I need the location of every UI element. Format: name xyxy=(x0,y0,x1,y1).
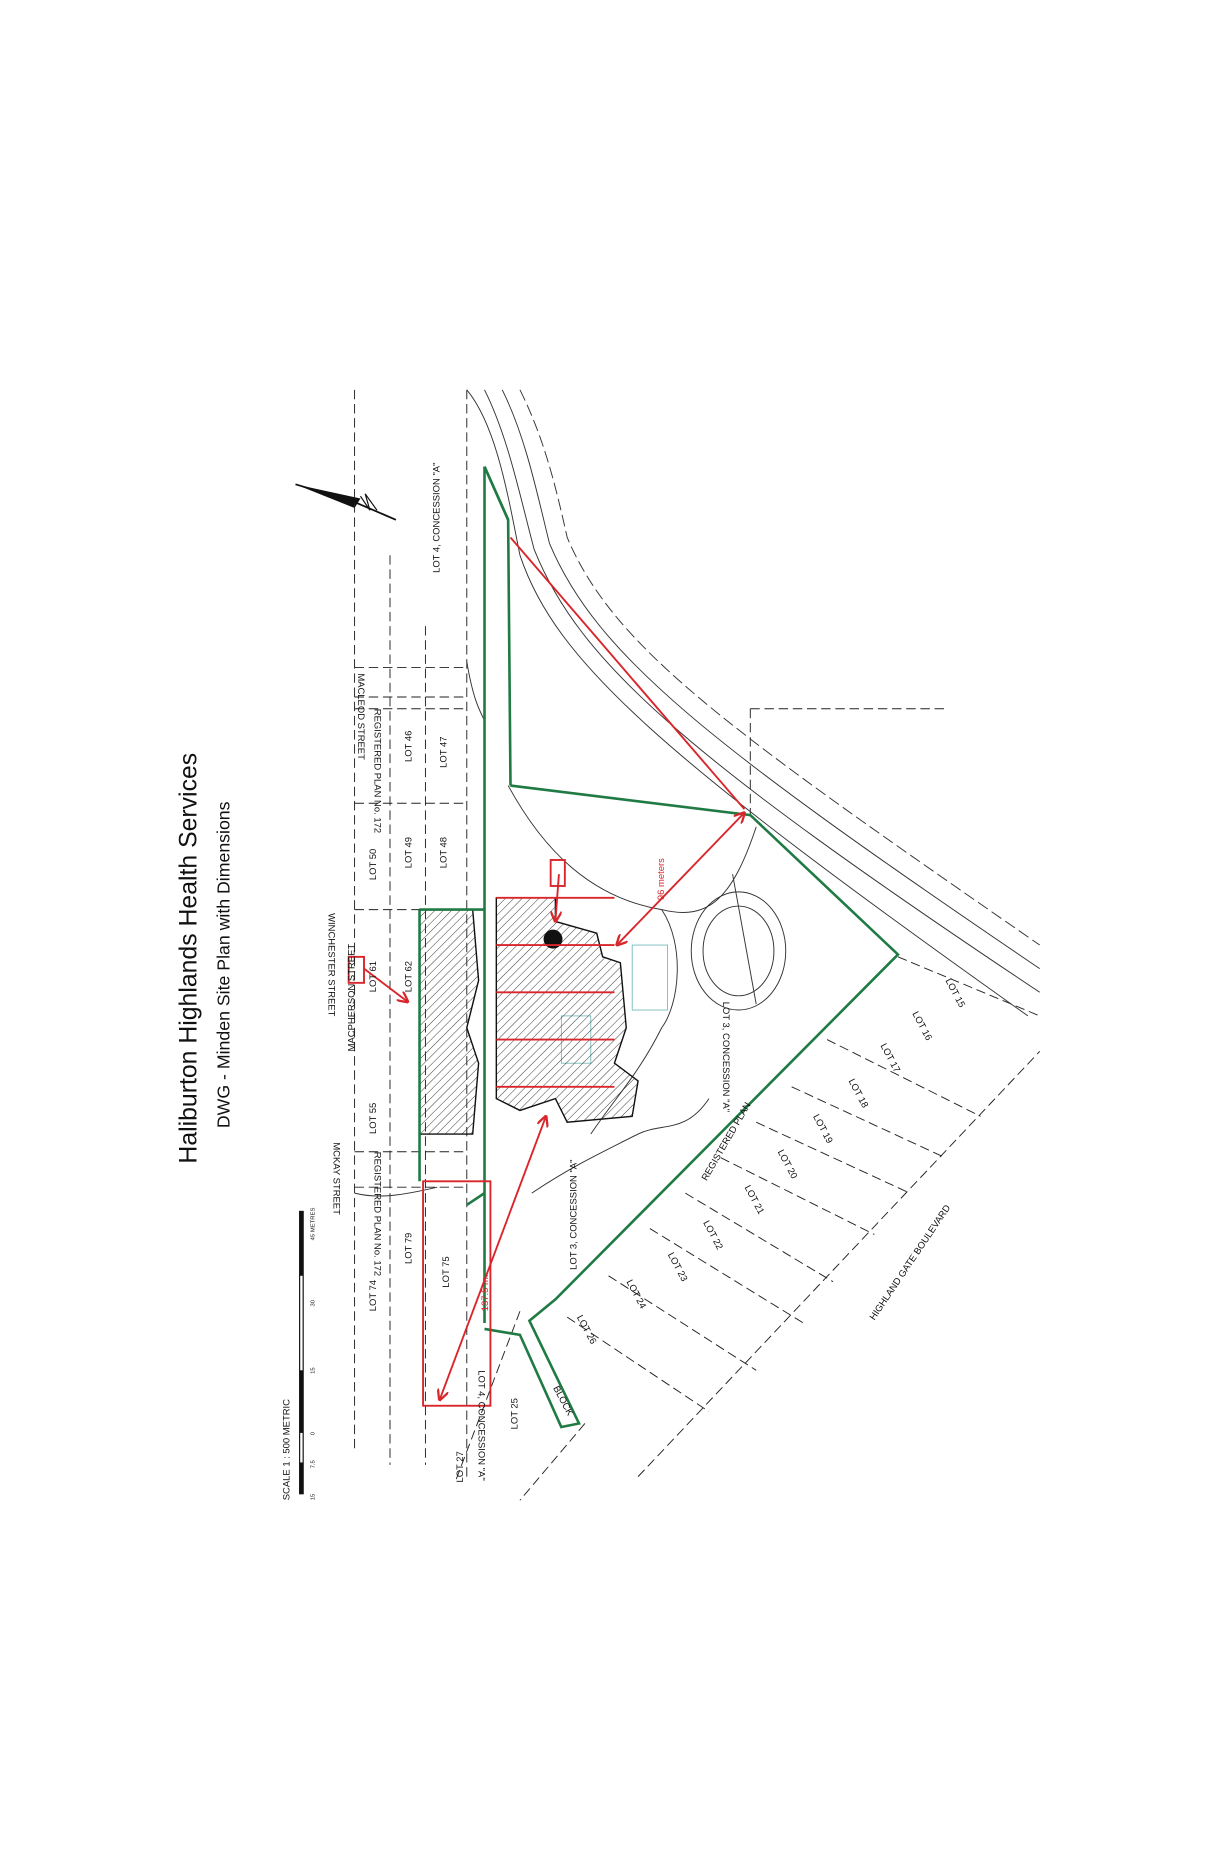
lot-label: LOT 26 xyxy=(574,1313,598,1346)
lot-label: LOT 15 xyxy=(943,977,967,1010)
scale-tick: 15 xyxy=(310,1493,316,1500)
scale-tick: 15 xyxy=(310,1367,316,1374)
lot-label: LOT 79 xyxy=(403,1233,414,1264)
dimension-96-meters: 96 meters xyxy=(656,858,667,900)
lot-label: LOT 75 xyxy=(441,1256,452,1287)
parcel-lot3-concession-a: LOT 3, CONCESSION "A" xyxy=(720,1002,731,1112)
lot-label: LOT 16 xyxy=(909,1010,933,1043)
scale-tick: 45 METRES xyxy=(310,1208,316,1241)
dimension-lines xyxy=(347,536,745,1407)
street-highland-gate: HIGHLAND GATE BOULEVARD xyxy=(868,1203,954,1322)
drawing-subtitle: DWG - Minden Site Plan with Dimensions xyxy=(213,801,233,1128)
lot-label: LOT 19 xyxy=(810,1113,834,1146)
lot-label: LOT 27 xyxy=(455,1451,466,1482)
lot-label: LOT 22 xyxy=(700,1219,724,1252)
lot-label: LOT 18 xyxy=(846,1077,870,1110)
lot-label: LOT 17 xyxy=(878,1042,902,1075)
parcel-plan-172: REGISTERED PLAN No. 172 xyxy=(372,709,383,833)
lot-label: LOT 25 xyxy=(510,1398,521,1429)
lot-label: LOT 20 xyxy=(775,1148,799,1181)
lot-label: LOT 55 xyxy=(368,1103,379,1134)
lot-label: LOT 62 xyxy=(403,961,414,992)
scale-bar: SCALE 1 : 500 METRIC 15 7.5 0 15 30 45 M… xyxy=(282,1208,317,1501)
drawing-title: Haliburton Highlands Health Services xyxy=(175,753,202,1164)
lot-label: LOT 49 xyxy=(403,837,414,868)
street-winchester: WINCHESTER STREET xyxy=(326,913,337,1017)
lot-label: LOT 74 xyxy=(368,1280,379,1311)
scale-tick: 7.5 xyxy=(310,1459,316,1468)
lot-label: LOT 48 xyxy=(439,837,450,868)
scale-tick: 30 xyxy=(310,1299,316,1306)
street-mckay: MCKAY STREET xyxy=(330,1142,341,1215)
street-macleod: MACLEOD STREET xyxy=(355,673,366,760)
north-arrow-icon xyxy=(295,483,397,521)
lot-label: LOT 61 xyxy=(368,961,379,992)
parcel-plan-172: REGISTERED PLAN No. 172 xyxy=(372,1152,383,1276)
dimension-137-5-m: 137.5 m. xyxy=(480,1275,491,1312)
street-macpherson: MACPHERSON STREET xyxy=(347,944,358,1052)
scale-tick: 0 xyxy=(310,1431,316,1435)
lot-label: LOT 46 xyxy=(403,731,414,762)
lot-label: LOT 50 xyxy=(368,849,379,880)
scale-label: SCALE 1 : 500 METRIC xyxy=(282,1399,293,1500)
parcel-registered-plan: REGISTERED PLAN xyxy=(700,1100,754,1182)
parcel-lot4-concession-a: LOT 4, CONCESSION "A" xyxy=(476,1370,487,1480)
parcel-lot4-concession-a: LOT 4, CONCESSION "A" xyxy=(432,463,443,573)
parcel-lot3-concession-a: LOT 3, CONCESSION "A" xyxy=(569,1160,580,1270)
lot-label: LOT 47 xyxy=(439,737,450,768)
lot-label: LOT 24 xyxy=(624,1278,648,1311)
hospital-buildings xyxy=(418,897,639,1135)
lot-label: LOT 23 xyxy=(665,1251,689,1284)
road-edges xyxy=(354,389,1040,1197)
lot-label: LOT 21 xyxy=(742,1183,766,1216)
